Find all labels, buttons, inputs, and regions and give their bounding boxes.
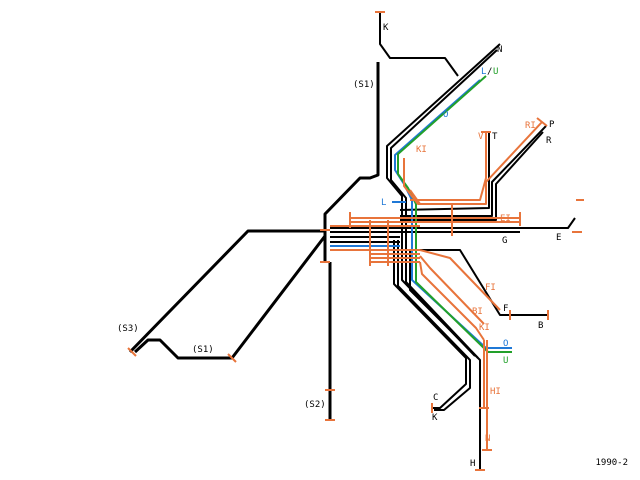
label-s1-bottom: (S1) <box>192 345 214 355</box>
label-u-bottom: U <box>503 356 508 366</box>
label-g: G <box>502 236 507 246</box>
line-ri <box>403 121 543 205</box>
label-s1-top: (S1) <box>353 80 375 90</box>
terminal-ticks <box>127 11 584 471</box>
line-fi <box>419 249 501 311</box>
label-o-bottom: O <box>503 339 508 349</box>
label-r: R <box>546 136 552 146</box>
label-ki-top: KI <box>416 145 427 155</box>
tick-ri <box>536 117 548 127</box>
line-ki-bottom <box>419 261 485 341</box>
line-labels: K N L / U (S1) O V T RI P R KI L EI G E … <box>117 23 561 469</box>
line-f <box>410 249 548 316</box>
tick-s1-sw <box>227 353 237 363</box>
label-ki-bottom: KI <box>479 323 490 333</box>
line-u <box>397 75 512 353</box>
line-bi <box>419 255 485 325</box>
label-lu-slash: / <box>487 67 492 77</box>
black-lines <box>330 12 576 470</box>
label-l-mid: L <box>381 198 386 208</box>
line-s1-south <box>133 235 327 360</box>
label-ri: RI <box>525 121 536 131</box>
line-k-bottom <box>397 240 471 411</box>
line-ki-top <box>409 189 421 205</box>
line-t <box>399 132 490 211</box>
label-b: B <box>538 321 543 331</box>
label-o-top: O <box>443 110 448 120</box>
label-n-bottom: N <box>485 434 490 444</box>
label-f: F <box>503 304 508 314</box>
line-n-2 <box>390 49 498 359</box>
label-lu-u: U <box>493 67 498 77</box>
label-hi: HI <box>490 387 501 397</box>
label-k-top: K <box>383 23 389 33</box>
version-label: 1990-2 <box>595 458 628 468</box>
line-k-north <box>379 12 459 77</box>
line-e <box>330 217 576 229</box>
label-lu-l: L <box>481 67 486 77</box>
label-s2: (S2) <box>304 400 326 410</box>
label-v: V <box>478 132 484 142</box>
label-t: T <box>492 132 498 142</box>
line-p <box>400 125 547 217</box>
line-c <box>393 240 467 409</box>
line-s3 <box>128 229 325 354</box>
line-n <box>386 43 501 357</box>
label-h: H <box>470 459 475 469</box>
line-v <box>410 132 487 201</box>
label-ei: EI <box>500 214 511 224</box>
s-lines <box>128 62 380 420</box>
label-e: E <box>556 233 561 243</box>
label-c: C <box>433 393 438 403</box>
line-r <box>400 131 544 221</box>
line-h <box>409 250 481 470</box>
label-n: N <box>497 45 502 55</box>
line-s1-north <box>323 62 380 262</box>
label-fi: FI <box>485 283 496 293</box>
label-s3: (S3) <box>117 324 139 334</box>
green-lines <box>397 75 512 353</box>
label-p: P <box>549 120 555 130</box>
label-k-bottom: K <box>432 413 438 423</box>
label-bi: BI <box>472 307 483 317</box>
tick-s3 <box>127 347 137 357</box>
